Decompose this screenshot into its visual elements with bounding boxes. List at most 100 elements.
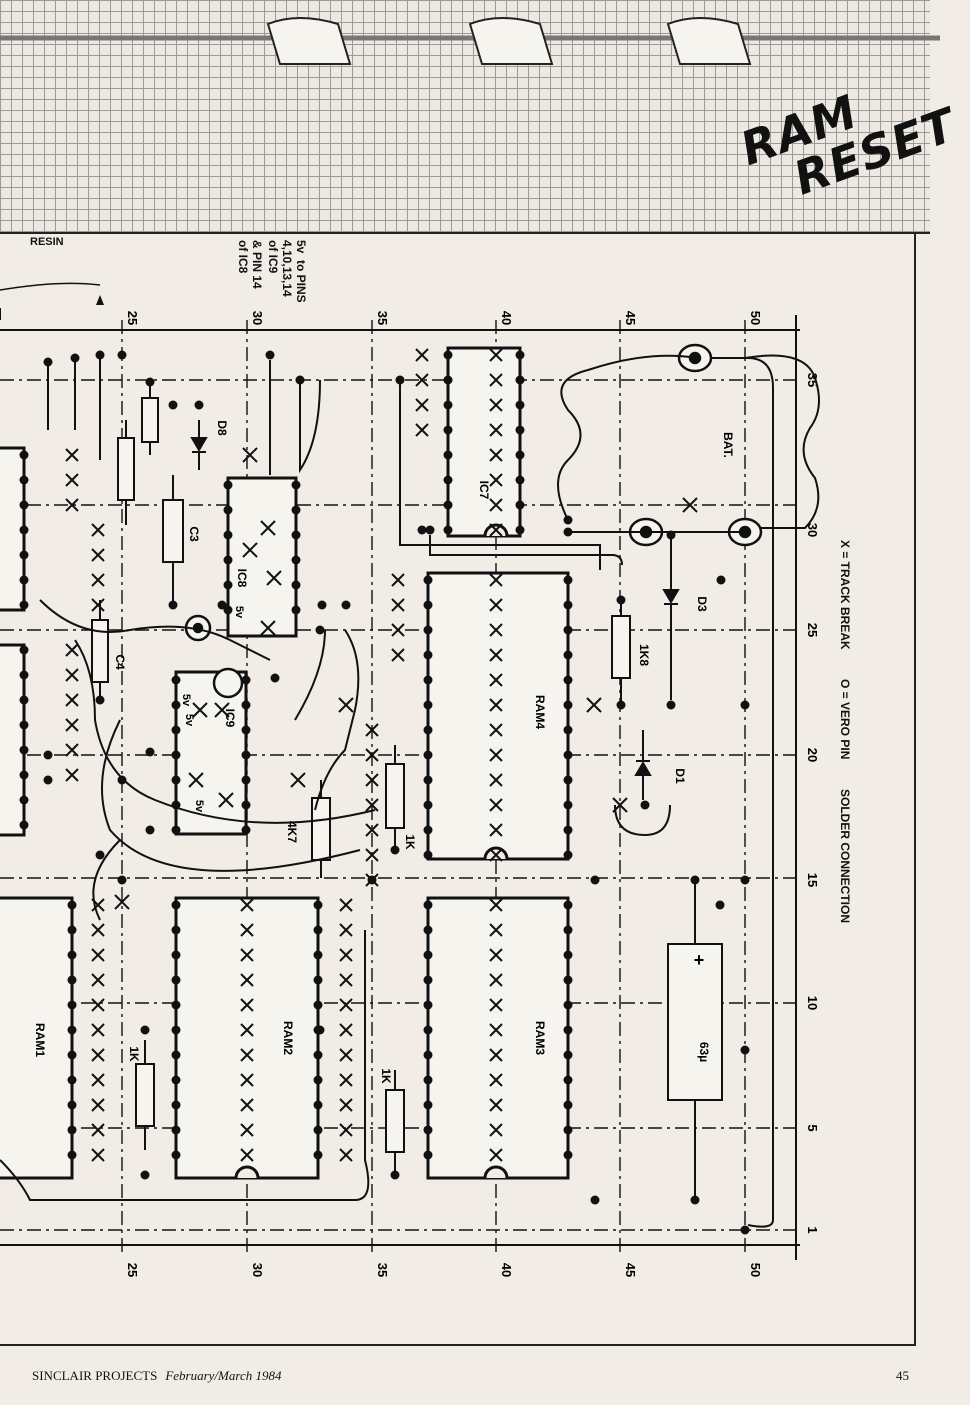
chip-pin xyxy=(563,625,573,635)
solder-dot xyxy=(563,527,573,537)
chip-pin xyxy=(19,695,29,705)
track-break-mark xyxy=(214,702,230,718)
track-break-mark xyxy=(489,398,503,412)
chip-ic9 xyxy=(174,670,248,836)
diode-d8 xyxy=(190,437,208,453)
chip-pin xyxy=(67,975,77,985)
page-number: 45 xyxy=(896,1368,909,1383)
chip-pin xyxy=(241,675,251,685)
track-break-mark xyxy=(218,792,234,808)
track-break-mark xyxy=(188,772,204,788)
solder-dot xyxy=(168,400,178,410)
row-label: 1 xyxy=(805,1226,820,1233)
chip-pin xyxy=(443,475,453,485)
label-d8: D8 xyxy=(215,420,229,436)
track-break-mark xyxy=(489,773,503,787)
label-ic9: IC9 xyxy=(223,709,237,728)
chip-pin xyxy=(67,1100,77,1110)
chip-pin xyxy=(171,775,181,785)
chip-pin xyxy=(171,725,181,735)
col-label: 40 xyxy=(499,311,514,325)
track-break-mark xyxy=(192,702,208,718)
track-break-mark xyxy=(65,643,79,657)
chip-pin xyxy=(563,900,573,910)
track-break-mark xyxy=(415,348,429,362)
chip-pin xyxy=(563,1000,573,1010)
track-break-mark xyxy=(339,1023,353,1037)
chip-pin xyxy=(19,575,29,585)
chip-pin xyxy=(563,600,573,610)
col-label: 50 xyxy=(748,311,763,325)
label-1k-a: 1K xyxy=(403,834,417,850)
label-d1: D1 xyxy=(673,768,687,784)
capacitor-63u xyxy=(667,943,723,1101)
resistors xyxy=(91,397,723,1153)
track-break-mark xyxy=(65,693,79,707)
track-break-mark xyxy=(415,373,429,387)
track-break-mark xyxy=(489,423,503,437)
chip-pin xyxy=(291,605,301,615)
solder-dot xyxy=(666,700,676,710)
track-break-mark xyxy=(586,697,602,713)
chip-pin xyxy=(313,1125,323,1135)
chip-pin xyxy=(563,1025,573,1035)
solder-dot xyxy=(270,673,280,683)
track-break-mark xyxy=(91,1123,105,1137)
chip-pin xyxy=(171,950,181,960)
track-break-mark xyxy=(489,923,503,937)
solder-dot xyxy=(145,825,155,835)
label-4k7: 4K7 xyxy=(285,821,299,843)
chip-pin xyxy=(67,1150,77,1160)
track-break-mark xyxy=(339,1073,353,1087)
chip-pin xyxy=(515,400,525,410)
chip-pin xyxy=(443,375,453,385)
track-break-mark xyxy=(365,848,379,862)
track-break-mark xyxy=(365,798,379,812)
track-break-mark xyxy=(91,573,105,587)
label-5v: 5v xyxy=(180,694,192,707)
chip-pin xyxy=(515,350,525,360)
chip-pin xyxy=(423,625,433,635)
chip-pin xyxy=(443,500,453,510)
chip-pin xyxy=(241,750,251,760)
chip-pin xyxy=(563,725,573,735)
issue-date: February/March 1984 xyxy=(165,1368,282,1383)
chip-pin xyxy=(171,1025,181,1035)
row-label: 15 xyxy=(805,873,820,887)
chip-pin xyxy=(423,675,433,685)
chip-pin xyxy=(423,800,433,810)
chip-pin xyxy=(19,500,29,510)
track-break-mark xyxy=(489,823,503,837)
chip-pin xyxy=(423,975,433,985)
track-break-mark xyxy=(65,473,79,487)
label-1k-c: 1K xyxy=(379,1068,393,1084)
chip-pin xyxy=(515,450,525,460)
track-break-mark xyxy=(489,1048,503,1062)
chip-pin xyxy=(423,1075,433,1085)
chip-pin xyxy=(19,645,29,655)
chip-pin xyxy=(223,580,233,590)
chip-ram1 xyxy=(0,896,74,1180)
chip-pins xyxy=(19,350,573,1160)
solder-dot xyxy=(417,525,427,535)
solder-dot xyxy=(666,530,676,540)
chip-pin xyxy=(423,1100,433,1110)
pin-note-a: 5v to PINS 4,10,13,14 of IC9 xyxy=(266,240,308,303)
board-frame xyxy=(0,308,800,1260)
chip-pin xyxy=(291,580,301,590)
label-5v: 5v xyxy=(183,714,195,727)
track-break-mark xyxy=(489,1098,503,1112)
chip-pin xyxy=(171,1000,181,1010)
chip-ic7 xyxy=(446,346,522,538)
track-break-mark xyxy=(266,570,282,586)
track-break-mark xyxy=(365,773,379,787)
track-break-mark xyxy=(489,698,503,712)
solder-dot xyxy=(194,400,204,410)
legend: X = TRACK BREAK O = VERO PIN SOLDER CONN… xyxy=(838,540,852,949)
label-cap-plus: + xyxy=(694,950,705,970)
chip-pin xyxy=(423,575,433,585)
chip-pin xyxy=(563,775,573,785)
chip-pin xyxy=(67,1075,77,1085)
chip-pin xyxy=(563,975,573,985)
track-break-mark xyxy=(391,648,405,662)
